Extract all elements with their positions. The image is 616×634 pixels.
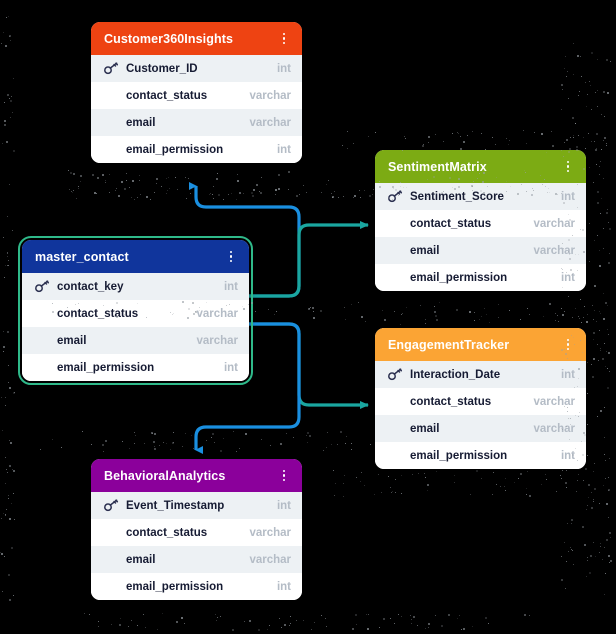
field-name: email_permission bbox=[410, 272, 561, 284]
table-header-behavioralanalytics[interactable]: BehavioralAnalytics bbox=[91, 459, 302, 492]
kebab-menu-icon[interactable] bbox=[561, 159, 575, 175]
table-row[interactable]: emailvarchar bbox=[375, 237, 586, 264]
table-row[interactable]: Customer_IDint bbox=[91, 55, 302, 82]
field-type: varchar bbox=[533, 245, 575, 257]
field-name: contact_status bbox=[126, 90, 249, 102]
field-name: email bbox=[410, 245, 533, 257]
table-row[interactable]: Sentiment_Scoreint bbox=[375, 183, 586, 210]
primary-key-icon bbox=[388, 190, 410, 203]
field-name: email bbox=[410, 423, 533, 435]
primary-key-icon bbox=[35, 280, 57, 293]
field-name: Customer_ID bbox=[126, 63, 277, 75]
table-header-engagementtracker[interactable]: EngagementTracker bbox=[375, 328, 586, 361]
kebab-menu-icon[interactable] bbox=[277, 468, 291, 484]
table-row[interactable]: Interaction_Dateint bbox=[375, 361, 586, 388]
field-name: email bbox=[126, 554, 249, 566]
kebab-menu-icon[interactable] bbox=[224, 249, 238, 265]
table-row[interactable]: emailvarchar bbox=[91, 109, 302, 136]
field-type: varchar bbox=[249, 554, 291, 566]
table-header-customer360insights[interactable]: Customer360Insights bbox=[91, 22, 302, 55]
table-row[interactable]: emailvarchar bbox=[22, 327, 249, 354]
table-row[interactable]: contact_statusvarchar bbox=[22, 300, 249, 327]
table-title: BehavioralAnalytics bbox=[104, 469, 225, 483]
table-row[interactable]: contact_statusvarchar bbox=[375, 210, 586, 237]
kebab-menu-icon[interactable] bbox=[561, 337, 575, 353]
table-title: SentimentMatrix bbox=[388, 160, 487, 174]
primary-key-icon bbox=[104, 499, 126, 512]
field-type: int bbox=[561, 191, 575, 203]
field-type: varchar bbox=[196, 335, 238, 347]
table-row[interactable]: contact_statusvarchar bbox=[375, 388, 586, 415]
table-row[interactable]: Event_Timestampint bbox=[91, 492, 302, 519]
table-row[interactable]: contact_keyint bbox=[22, 273, 249, 300]
field-name: Sentiment_Score bbox=[410, 191, 561, 203]
table-engagementtracker[interactable]: EngagementTrackerInteraction_Dateintcont… bbox=[375, 328, 586, 469]
field-name: contact_status bbox=[57, 308, 196, 320]
field-type: int bbox=[224, 281, 238, 293]
field-name: email_permission bbox=[126, 144, 277, 156]
table-sentimentmatrix[interactable]: SentimentMatrixSentiment_Scoreintcontact… bbox=[375, 150, 586, 291]
table-master_contact[interactable]: master_contactcontact_keyintcontact_stat… bbox=[22, 240, 249, 381]
table-customer360insights[interactable]: Customer360InsightsCustomer_IDintcontact… bbox=[91, 22, 302, 163]
field-name: email bbox=[126, 117, 249, 129]
primary-key-icon bbox=[104, 62, 126, 75]
table-row[interactable]: email_permissionint bbox=[91, 573, 302, 600]
table-row[interactable]: email_permissionint bbox=[375, 264, 586, 291]
table-row[interactable]: emailvarchar bbox=[375, 415, 586, 442]
field-name: email_permission bbox=[126, 581, 277, 593]
field-type: int bbox=[277, 144, 291, 156]
table-title: Customer360Insights bbox=[104, 32, 233, 46]
field-type: varchar bbox=[249, 117, 291, 129]
field-type: int bbox=[277, 500, 291, 512]
field-name: email bbox=[57, 335, 196, 347]
table-row[interactable]: email_permissionint bbox=[22, 354, 249, 381]
table-row[interactable]: contact_statusvarchar bbox=[91, 82, 302, 109]
field-type: int bbox=[277, 581, 291, 593]
table-row[interactable]: contact_statusvarchar bbox=[91, 519, 302, 546]
field-name: contact_status bbox=[410, 396, 533, 408]
kebab-menu-icon[interactable] bbox=[277, 31, 291, 47]
field-name: contact_status bbox=[126, 527, 249, 539]
table-header-master_contact[interactable]: master_contact bbox=[22, 240, 249, 273]
field-type: varchar bbox=[196, 308, 238, 320]
field-type: varchar bbox=[533, 396, 575, 408]
field-name: contact_key bbox=[57, 281, 224, 293]
field-name: contact_status bbox=[410, 218, 533, 230]
field-name: Interaction_Date bbox=[410, 369, 561, 381]
table-row[interactable]: email_permissionint bbox=[375, 442, 586, 469]
connector-master-to-sentiment bbox=[249, 225, 368, 296]
table-title: EngagementTracker bbox=[388, 338, 509, 352]
field-type: int bbox=[561, 450, 575, 462]
field-type: varchar bbox=[249, 527, 291, 539]
table-behavioralanalytics[interactable]: BehavioralAnalyticsEvent_Timestampintcon… bbox=[91, 459, 302, 600]
field-type: int bbox=[224, 362, 238, 374]
field-type: int bbox=[561, 272, 575, 284]
field-name: Event_Timestamp bbox=[126, 500, 277, 512]
table-title: master_contact bbox=[35, 250, 129, 264]
field-type: varchar bbox=[249, 90, 291, 102]
table-header-sentimentmatrix[interactable]: SentimentMatrix bbox=[375, 150, 586, 183]
table-row[interactable]: email_permissionint bbox=[91, 136, 302, 163]
field-name: email_permission bbox=[410, 450, 561, 462]
field-name: email_permission bbox=[57, 362, 224, 374]
connector-master-to-engagement bbox=[249, 324, 368, 405]
field-type: int bbox=[277, 63, 291, 75]
field-type: int bbox=[561, 369, 575, 381]
table-row[interactable]: emailvarchar bbox=[91, 546, 302, 573]
primary-key-icon bbox=[388, 368, 410, 381]
field-type: varchar bbox=[533, 423, 575, 435]
field-type: varchar bbox=[533, 218, 575, 230]
